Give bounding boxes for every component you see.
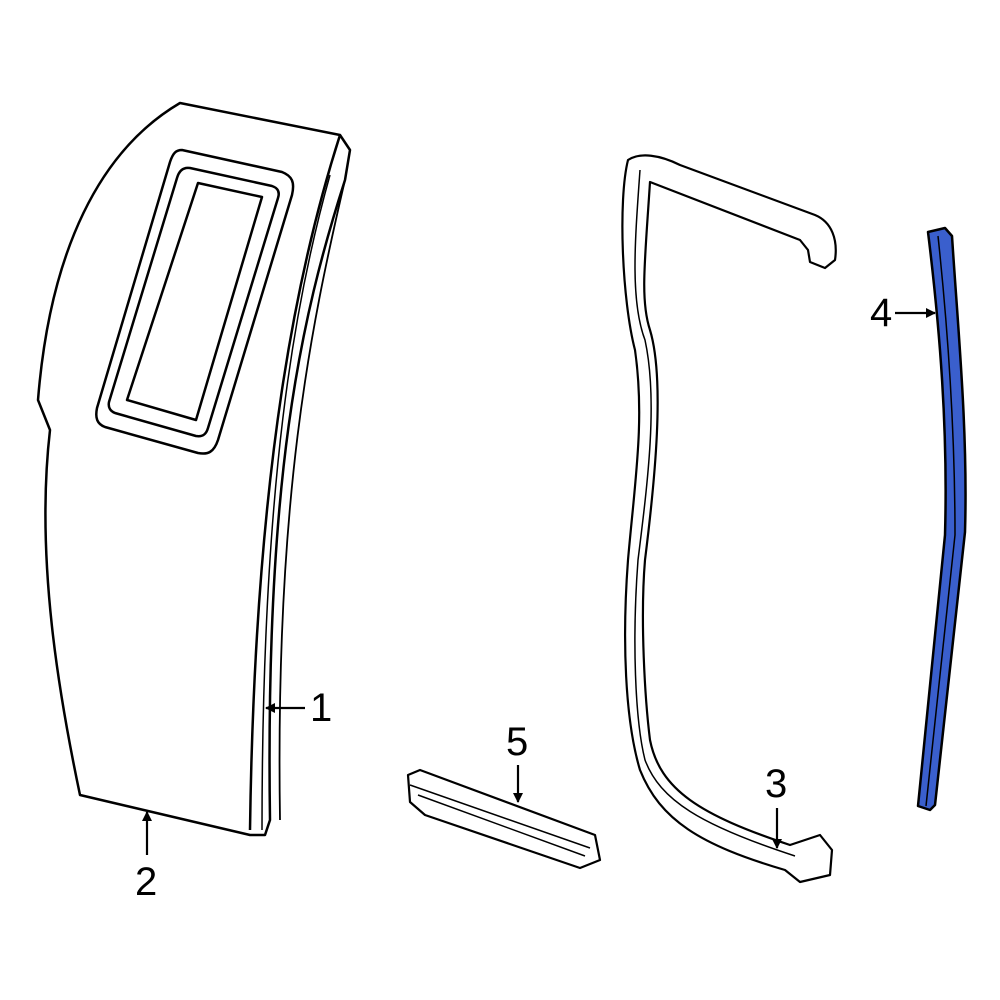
callout-1: 1	[310, 686, 333, 730]
callout-2: 2	[135, 860, 158, 904]
weatherstrip-part-3	[621, 154, 837, 884]
belt-molding-part-5	[406, 768, 602, 870]
callout-5: 5	[506, 720, 529, 764]
door-shell-part-1	[36, 101, 352, 837]
callout-4: 4	[870, 291, 893, 335]
callout-arrows	[142, 308, 936, 855]
callout-3: 3	[765, 762, 788, 806]
seal-part-4	[916, 226, 967, 812]
